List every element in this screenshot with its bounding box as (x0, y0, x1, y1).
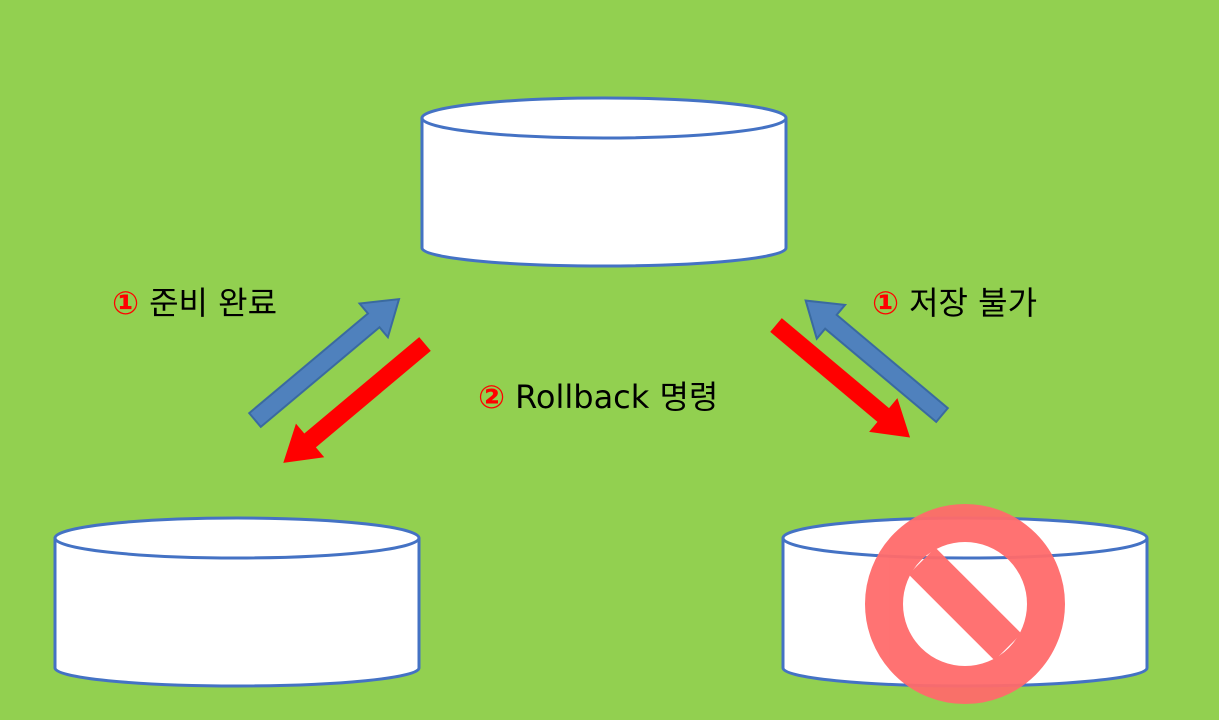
arrow-rollback-right (770, 318, 911, 438)
step-marker-center: ② (478, 378, 506, 416)
step-text-left: 준비 완료 (149, 284, 278, 322)
step-text-center: Rollback 명령 (515, 378, 719, 416)
arrow-ready-left (247, 297, 401, 429)
step-marker-right: ① (872, 284, 900, 322)
no-entry-icon (865, 504, 1065, 704)
step-marker-left: ① (112, 284, 140, 322)
step-text-right: 저장 불가 (909, 284, 1038, 322)
arrow-rollback-left (283, 337, 431, 463)
database-left (53, 516, 421, 688)
arrow-fail-right (804, 299, 950, 424)
database-top (420, 96, 788, 268)
